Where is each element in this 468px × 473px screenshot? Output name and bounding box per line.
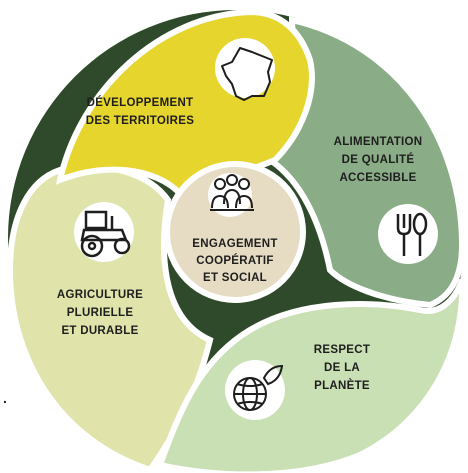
france-map-icon [221, 47, 273, 101]
globe-leaf-icon [233, 364, 284, 411]
agriculture-label-line3: ET DURABLE [61, 325, 138, 337]
segment-planet [156, 278, 466, 473]
center-label-line3: ET SOCIAL [203, 272, 267, 284]
planet-label-line2: DE LA [324, 362, 360, 374]
food-label-line3: ACCESSIBLE [339, 172, 416, 184]
planet-label-line1: RESPECT [314, 344, 370, 356]
territories-label-line2: DES TERRITOIRES [86, 115, 194, 127]
planet-label-line3: PLANÈTE [314, 379, 370, 392]
tractor-icon [80, 210, 131, 258]
cutlery-icon [396, 212, 428, 256]
center-label-line1: ENGAGEMENT [192, 238, 277, 250]
food-label-line2: DE QUALITÉ [342, 153, 415, 166]
food-label-line1: ALIMENTATION [334, 136, 423, 148]
territories-label-line1: DÉVELOPPEMENT [87, 96, 194, 109]
agriculture-label-line1: AGRICULTURE [57, 289, 143, 301]
stray-dot: . [3, 390, 7, 406]
agriculture-label-line2: PLURIELLE [67, 307, 134, 319]
planet-icon-disc [225, 360, 285, 420]
center-label-line2: COOPÉRATIF [196, 254, 274, 267]
center-circle [164, 161, 306, 303]
center-icon-disc [208, 173, 252, 217]
people-group-icon [210, 174, 254, 211]
